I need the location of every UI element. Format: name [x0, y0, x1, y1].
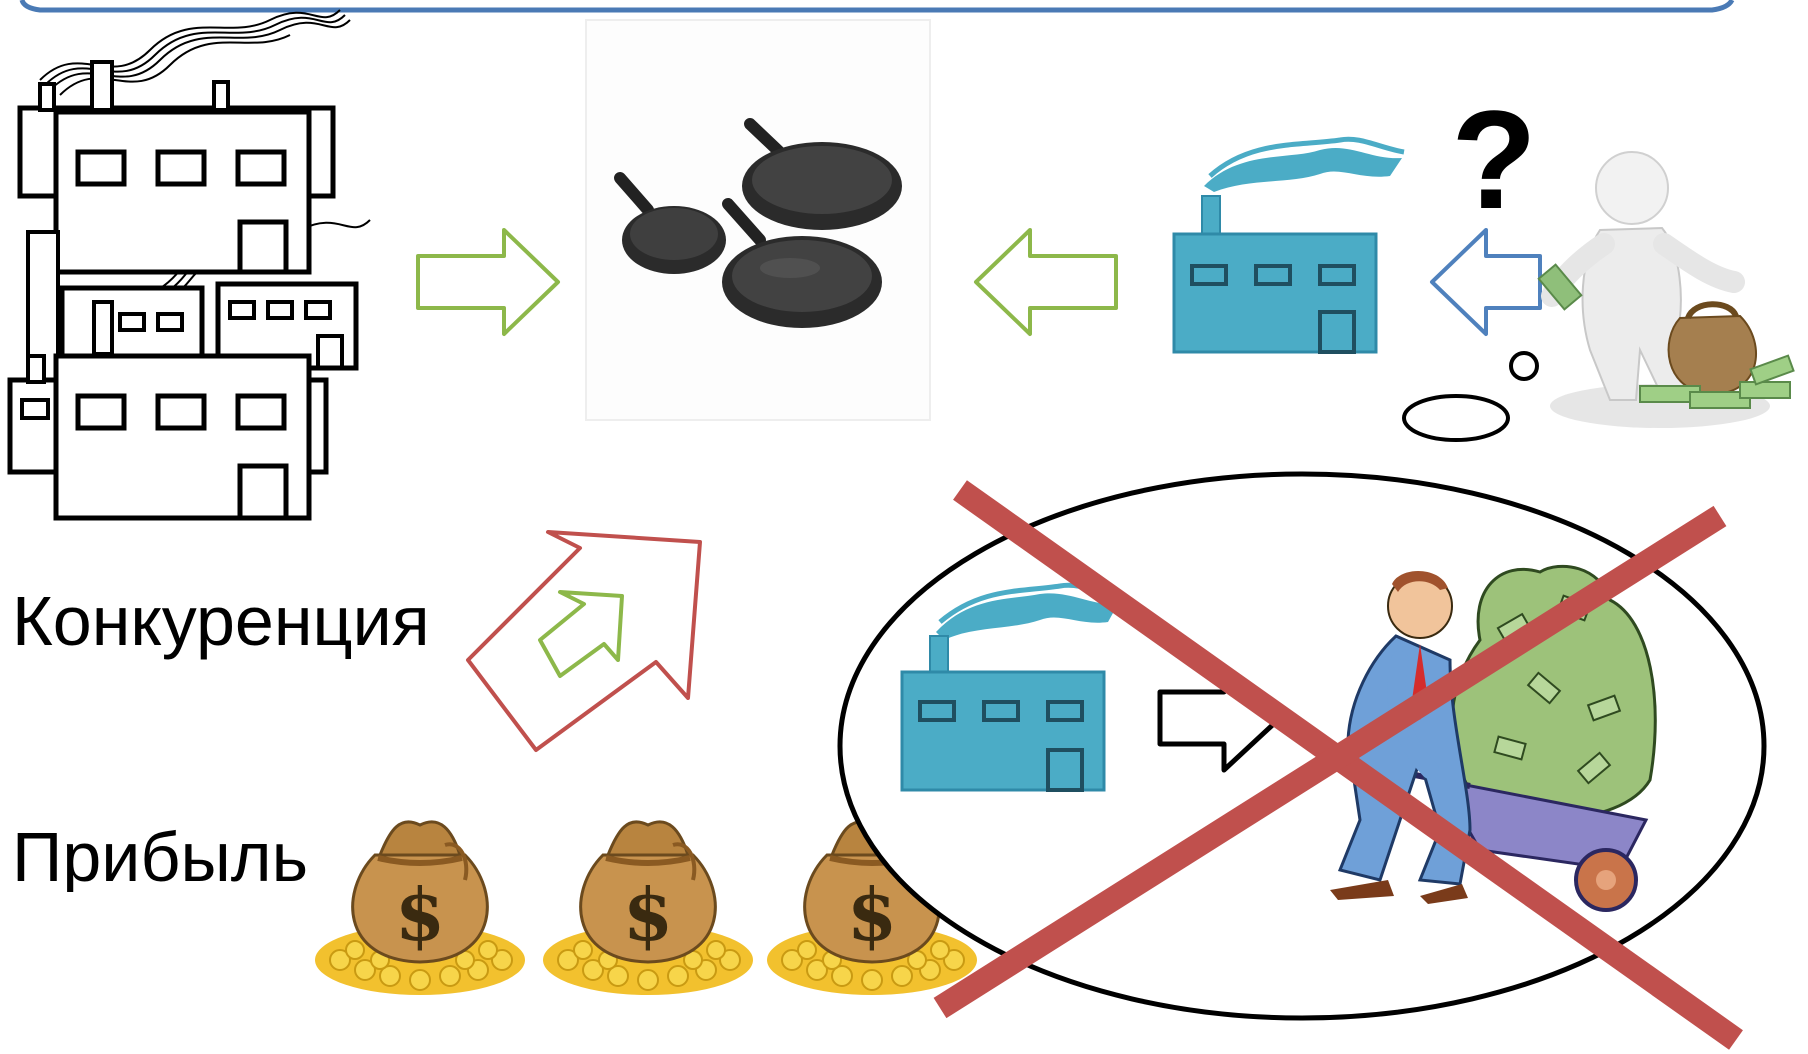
frying-pans-icon — [585, 19, 931, 421]
factory-icon — [1172, 136, 1405, 354]
green-arrow-left — [974, 228, 1118, 336]
svg-text:$: $ — [847, 872, 897, 957]
green-arrow-up-right — [538, 590, 624, 678]
red-cross-mark — [933, 480, 1743, 1050]
money-bag-icon: $ — [767, 822, 977, 995]
competition-label: Конкуренция — [12, 582, 430, 660]
green-arrow-right — [416, 228, 560, 336]
svg-text:$: $ — [623, 872, 673, 957]
profit-label: Прибыль — [12, 822, 309, 892]
factory-cluster-icon — [7, 9, 371, 521]
factory-icon-small — [900, 582, 1121, 792]
money-bags-row: $ $ $ — [315, 822, 977, 995]
money-bag-icon: $ — [543, 822, 753, 995]
money-bag-icon: $ — [315, 822, 525, 995]
thought-bubble-icon — [1402, 351, 1539, 442]
svg-text:$: $ — [395, 872, 445, 957]
blue-arrow-left — [1430, 228, 1542, 336]
question-mark: ? — [1451, 81, 1537, 238]
investor-with-money-icon — [1537, 151, 1795, 428]
header-frame — [19, 0, 1735, 13]
